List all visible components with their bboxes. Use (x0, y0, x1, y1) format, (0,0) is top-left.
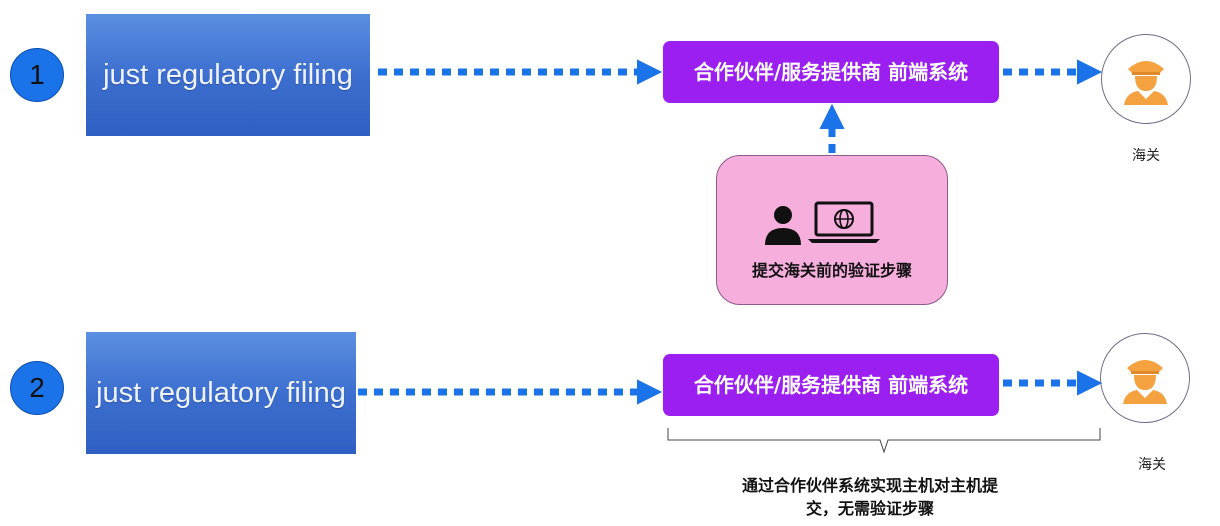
step-1-number: 1 (29, 59, 45, 90)
note-line-2: 交，无需验证步骤 (805, 499, 934, 518)
partner-label-2: 合作伙伴/服务提供商 前端系统 (693, 373, 969, 397)
filing-label-2: just regulatory filing (96, 376, 346, 409)
filing-label-1: just regulatory filing (103, 58, 353, 91)
filing-box-2: just regulatory filing (86, 332, 356, 454)
person-icon (762, 204, 804, 250)
verification-step-box (716, 155, 948, 305)
host-to-host-note: 通过合作伙伴系统实现主机对主机提 交，无需验证步骤 (700, 474, 1040, 520)
partner-label-1: 合作伙伴/服务提供商 前端系统 (693, 60, 969, 84)
verification-step-label: 提交海关前的验证步骤 (751, 261, 912, 280)
laptop-globe-icon (806, 201, 882, 249)
customs-officer-icon (1122, 49, 1170, 109)
step-2-badge: 2 (10, 361, 64, 415)
customs-node-1 (1101, 34, 1191, 124)
customs-label-2: 海关 (1138, 457, 1166, 473)
filing-box-1: just regulatory filing (86, 14, 370, 136)
bracket-under-partner-2 (667, 428, 1101, 454)
customs-officer-icon (1121, 348, 1169, 408)
note-line-1: 通过合作伙伴系统实现主机对主机提 (741, 476, 998, 495)
customs-label-1: 海关 (1132, 148, 1160, 164)
partner-system-box-1: 合作伙伴/服务提供商 前端系统 (663, 41, 999, 103)
step-1-badge: 1 (10, 48, 64, 102)
partner-system-box-2: 合作伙伴/服务提供商 前端系统 (663, 354, 999, 416)
step-2-number: 2 (29, 372, 45, 403)
